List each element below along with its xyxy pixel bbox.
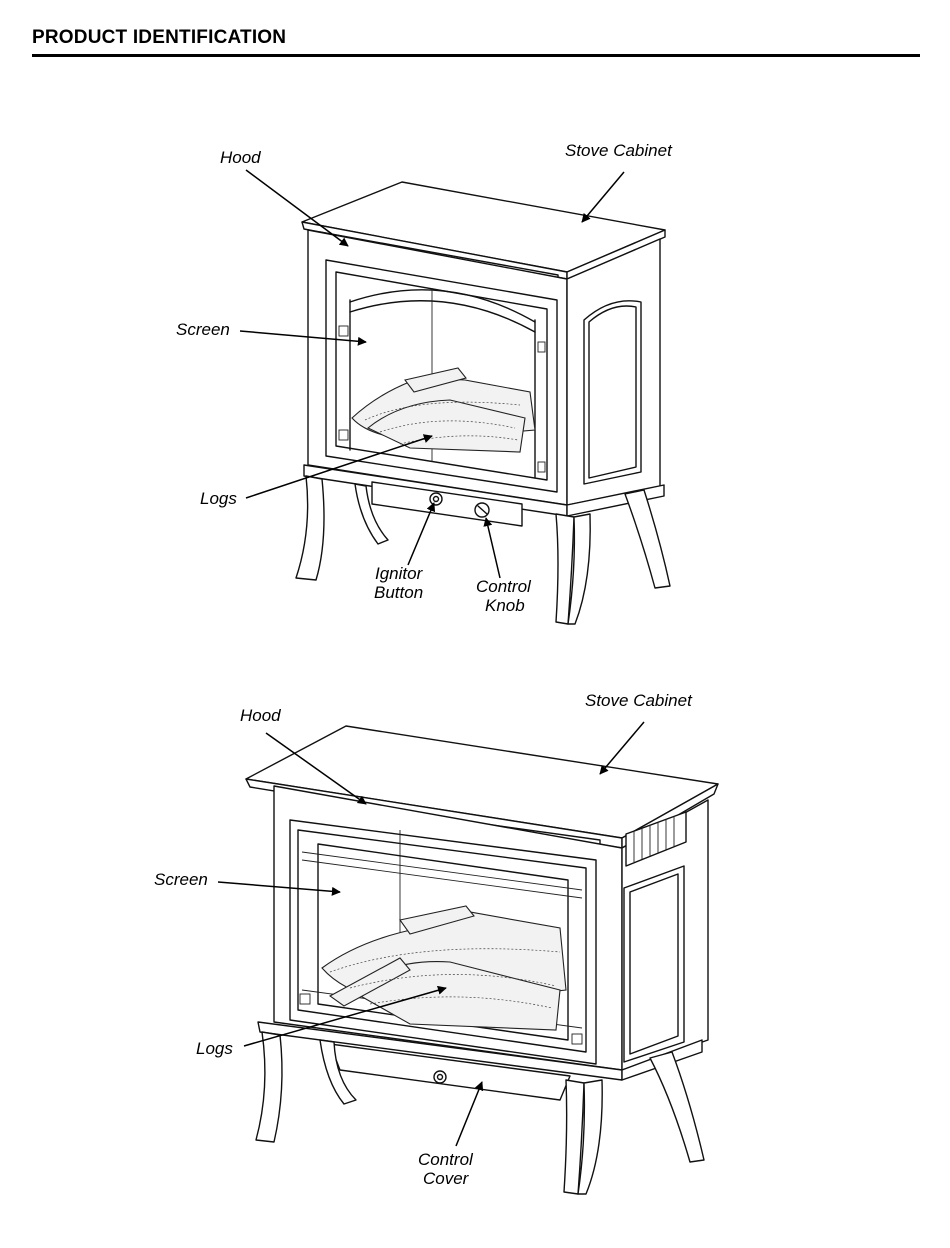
fig2-label-hood: Hood	[240, 706, 281, 725]
fig1-label-screen: Screen	[176, 320, 230, 339]
stove-1-leg-br	[625, 490, 670, 588]
stove-figure-1: Hood Stove Cabinet Screen Logs Ignitor B…	[176, 141, 673, 624]
fig1-label-knob-2: Knob	[485, 596, 525, 615]
stove-1-side	[567, 239, 660, 505]
fig2-label-stove-cabinet: Stove Cabinet	[585, 691, 693, 710]
fig1-label-ignitor-1: Ignitor	[375, 564, 424, 583]
stove-1-leg-fl	[296, 476, 324, 580]
fig2-label-screen: Screen	[154, 870, 208, 889]
fig1-label-hood: Hood	[220, 148, 261, 167]
fig1-label-ignitor-2: Button	[374, 583, 423, 602]
fig2-label-logs: Logs	[196, 1039, 233, 1058]
stove-figure-2: Hood Stove Cabinet Screen Logs Control C…	[154, 691, 718, 1194]
fig1-label-knob-1: Control	[476, 577, 532, 596]
fig2-label-cover-1: Control	[418, 1150, 474, 1169]
stove-2-leg-br	[650, 1052, 704, 1162]
stove-2-leg-fl	[256, 1032, 282, 1142]
fig2-label-cover-2: Cover	[423, 1169, 470, 1188]
fig1-label-stove-cabinet: Stove Cabinet	[565, 141, 673, 160]
fig1-label-logs: Logs	[200, 489, 237, 508]
